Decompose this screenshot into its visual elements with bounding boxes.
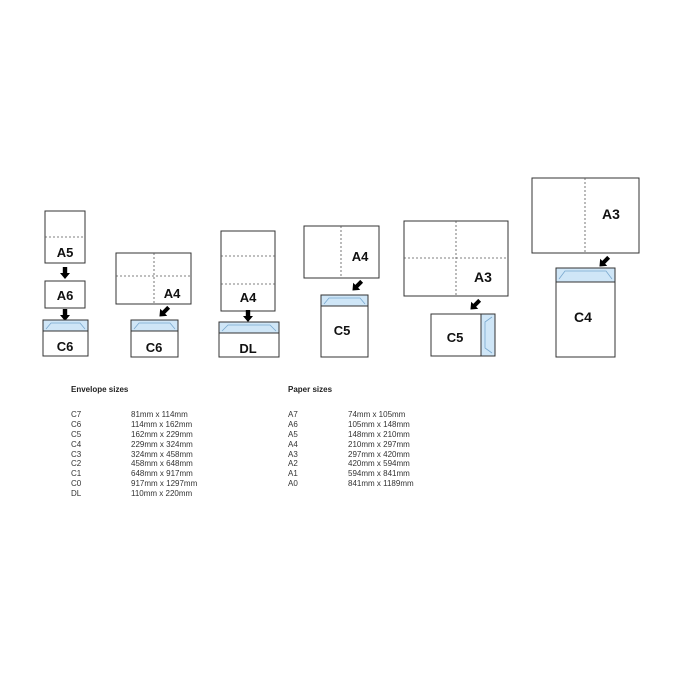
a4-sheet xyxy=(220,230,276,312)
size-dimensions: 110mm x 220mm xyxy=(131,489,193,499)
envelope-flap xyxy=(555,267,616,283)
size-dimensions: 420mm x 594mm xyxy=(348,459,410,469)
group-a4-c5: A4 C5 xyxy=(303,225,380,358)
size-row: C0 917mm x 1297mm xyxy=(71,479,197,489)
size-dimensions: 210mm x 297mm xyxy=(348,439,410,449)
label-a6: A6 xyxy=(57,288,74,303)
size-dimensions: 917mm x 1297mm xyxy=(131,479,198,489)
a4-sheet xyxy=(303,225,380,279)
size-code: A5 xyxy=(288,429,298,439)
size-code: C0 xyxy=(71,479,82,489)
size-row: A7 74mm x 105mm xyxy=(288,410,414,420)
arrow-diagonal-icon xyxy=(466,296,484,314)
group-a4-dl: A4 DL xyxy=(218,230,280,358)
size-dimensions: 594mm x 841mm xyxy=(348,469,410,479)
label-c5: C5 xyxy=(334,323,351,338)
size-dimensions: 648mm x 917mm xyxy=(131,469,193,479)
size-row: A2 420mm x 594mm xyxy=(288,459,414,469)
size-dimensions: 81mm x 114mm xyxy=(131,409,188,419)
size-code: A7 xyxy=(288,409,298,419)
size-row: A6 105mm x 148mm xyxy=(288,420,414,430)
size-code: C7 xyxy=(71,409,82,419)
size-code: A2 xyxy=(288,459,298,469)
size-code: C4 xyxy=(71,439,82,449)
size-dimensions: 162mm x 229mm xyxy=(131,429,193,439)
a6-sheet xyxy=(44,280,86,309)
label-dl: DL xyxy=(239,341,256,356)
size-code: C3 xyxy=(71,449,82,459)
size-code: C1 xyxy=(71,469,82,479)
size-row: A5 148mm x 210mm xyxy=(288,430,414,440)
size-code: A0 xyxy=(288,479,298,489)
size-row: C4 229mm x 324mm xyxy=(71,440,197,450)
a3-sheet xyxy=(531,177,640,254)
folding-diagram: A5 A6 C6 A4 C6 A4 DL A4 xyxy=(42,177,640,358)
size-dimensions: 148mm x 210mm xyxy=(348,429,410,439)
size-code: A3 xyxy=(288,449,298,459)
group-a3-c5: A3 C5 xyxy=(403,220,509,357)
size-code: A4 xyxy=(288,439,298,449)
group-a4-c6: A4 C6 xyxy=(115,252,192,358)
label-a4: A4 xyxy=(352,249,369,264)
envelope-flap xyxy=(42,319,89,332)
envelope-flap xyxy=(480,313,496,357)
size-dimensions: 105mm x 148mm xyxy=(348,419,410,429)
label-a4: A4 xyxy=(240,290,257,305)
size-row: A3 297mm x 420mm xyxy=(288,450,414,460)
envelope-flap xyxy=(320,294,369,307)
size-code: A1 xyxy=(288,469,298,479)
size-code: C2 xyxy=(71,459,82,469)
envelope-sizes-heading: Envelope sizes xyxy=(71,385,129,394)
size-row: C2 458mm x 648mm xyxy=(71,459,197,469)
size-row: A0 841mm x 1189mm xyxy=(288,479,414,489)
label-a5: A5 xyxy=(57,245,74,260)
size-row: C5 162mm x 229mm xyxy=(71,430,197,440)
size-dimensions: 74mm x 105mm xyxy=(348,409,406,419)
group-a5-a6-c6: A5 A6 C6 xyxy=(42,210,89,357)
size-code: DL xyxy=(71,489,82,499)
label-c6: C6 xyxy=(57,339,74,354)
arrow-down-icon xyxy=(243,310,253,322)
envelope-flap xyxy=(218,321,280,334)
size-dimensions: 229mm x 324mm xyxy=(131,439,193,449)
size-row: C7 81mm x 114mm xyxy=(71,410,197,420)
arrow-diagonal-icon xyxy=(348,277,366,295)
arrow-diagonal-icon xyxy=(155,303,173,321)
paper-sizes-heading: Paper sizes xyxy=(288,385,333,394)
size-row: C6 114mm x 162mm xyxy=(71,420,197,430)
group-a3-c4: A3 C4 xyxy=(531,177,640,358)
label-c4: C4 xyxy=(574,309,592,325)
size-dimensions: 324mm x 458mm xyxy=(131,449,193,459)
size-dimensions: 114mm x 162mm xyxy=(131,419,193,429)
size-code: A6 xyxy=(288,419,298,429)
size-row: DL 110mm x 220mm xyxy=(71,489,197,499)
size-dimensions: 458mm x 648mm xyxy=(131,459,193,469)
label-a3: A3 xyxy=(474,269,492,285)
c4-envelope xyxy=(555,267,616,358)
size-row: A4 210mm x 297mm xyxy=(288,440,414,450)
label-c6: C6 xyxy=(146,340,163,355)
size-code: C5 xyxy=(71,429,82,439)
label-a3: A3 xyxy=(602,206,620,222)
size-dimensions: 297mm x 420mm xyxy=(348,449,410,459)
label-c5: C5 xyxy=(447,330,464,345)
arrow-down-icon xyxy=(60,309,70,321)
label-a4: A4 xyxy=(164,286,181,301)
size-code: C6 xyxy=(71,419,82,429)
arrow-down-icon xyxy=(60,267,70,279)
size-row: C3 324mm x 458mm xyxy=(71,450,197,460)
a4-sheet xyxy=(115,252,192,305)
size-row: A1 594mm x 841mm xyxy=(288,469,414,479)
size-row: C1 648mm x 917mm xyxy=(71,469,197,479)
envelope-flap xyxy=(130,319,179,332)
size-dimensions: 841mm x 1189mm xyxy=(348,479,414,489)
